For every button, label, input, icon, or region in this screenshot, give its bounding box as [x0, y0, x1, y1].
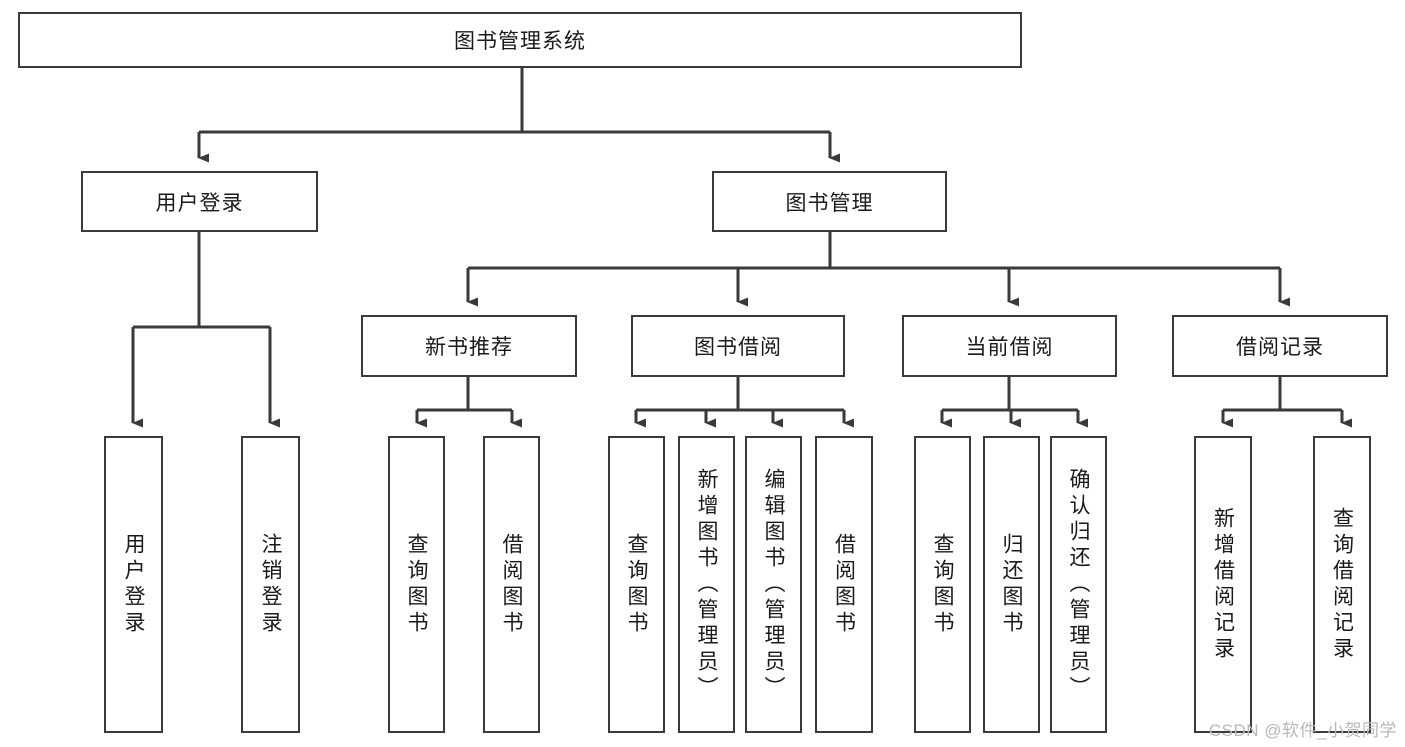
- leaf-logout-label: 注销登录: [259, 532, 282, 637]
- leaf-query-borrow-record-label: 查询借阅记录: [1330, 506, 1354, 663]
- leaf-borrow-book-nbr[interactable]: 借阅图书: [483, 436, 540, 733]
- leaf-add-book-admin[interactable]: 新增图书（管理员）: [678, 436, 735, 733]
- node-new-book-recommend-label: 新书推荐: [425, 336, 513, 359]
- leaf-query-book-cb-label: 查询图书: [931, 532, 954, 637]
- leaf-add-book-admin-label: 新增图书（管理员）: [695, 467, 718, 702]
- leaf-user-login-label: 用户登录: [122, 532, 145, 637]
- leaf-borrow-book-bb-label: 借阅图书: [832, 532, 856, 637]
- node-root-label: 图书管理系统: [454, 30, 586, 53]
- leaf-query-book-nbr[interactable]: 查询图书: [388, 436, 445, 733]
- leaf-confirm-return-admin-label: 确认归还（管理员）: [1067, 467, 1090, 702]
- csdn-watermark: CSDN @软件_小贺同学: [1208, 721, 1397, 740]
- node-current-borrow-label: 当前借阅: [965, 336, 1054, 359]
- leaf-query-borrow-record[interactable]: 查询借阅记录: [1313, 436, 1371, 733]
- node-book-management-label: 图书管理: [785, 191, 874, 215]
- node-book-management[interactable]: 图书管理: [712, 171, 947, 232]
- leaf-return-book-label: 归还图书: [1000, 532, 1023, 637]
- leaf-query-book-bb-label: 查询图书: [625, 532, 648, 637]
- leaf-query-book-nbr-label: 查询图书: [405, 532, 428, 637]
- leaf-confirm-return-admin[interactable]: 确认归还（管理员）: [1050, 436, 1107, 733]
- leaf-return-book[interactable]: 归还图书: [983, 436, 1040, 733]
- node-current-borrow[interactable]: 当前借阅: [902, 315, 1117, 377]
- node-user-login[interactable]: 用户登录: [81, 171, 318, 232]
- leaf-add-borrow-record[interactable]: 新增借阅记录: [1194, 436, 1252, 733]
- node-borrow-record[interactable]: 借阅记录: [1172, 315, 1388, 377]
- node-root[interactable]: 图书管理系统: [18, 12, 1022, 68]
- leaf-query-book-bb[interactable]: 查询图书: [608, 436, 665, 733]
- node-new-book-recommend[interactable]: 新书推荐: [361, 315, 577, 377]
- leaf-borrow-book-bb[interactable]: 借阅图书: [815, 436, 873, 733]
- leaf-edit-book-admin[interactable]: 编辑图书（管理员）: [745, 436, 802, 733]
- leaf-add-borrow-record-label: 新增借阅记录: [1211, 506, 1235, 663]
- leaf-logout[interactable]: 注销登录: [241, 436, 300, 733]
- node-borrow-record-label: 借阅记录: [1236, 336, 1324, 359]
- node-user-login-label: 用户登录: [155, 191, 244, 215]
- node-book-borrow[interactable]: 图书借阅: [631, 315, 845, 377]
- leaf-borrow-book-nbr-label: 借阅图书: [500, 532, 523, 637]
- leaf-user-login[interactable]: 用户登录: [104, 436, 163, 733]
- node-book-borrow-label: 图书借阅: [694, 336, 782, 359]
- leaf-query-book-cb[interactable]: 查询图书: [914, 436, 971, 733]
- leaf-edit-book-admin-label: 编辑图书（管理员）: [762, 467, 785, 702]
